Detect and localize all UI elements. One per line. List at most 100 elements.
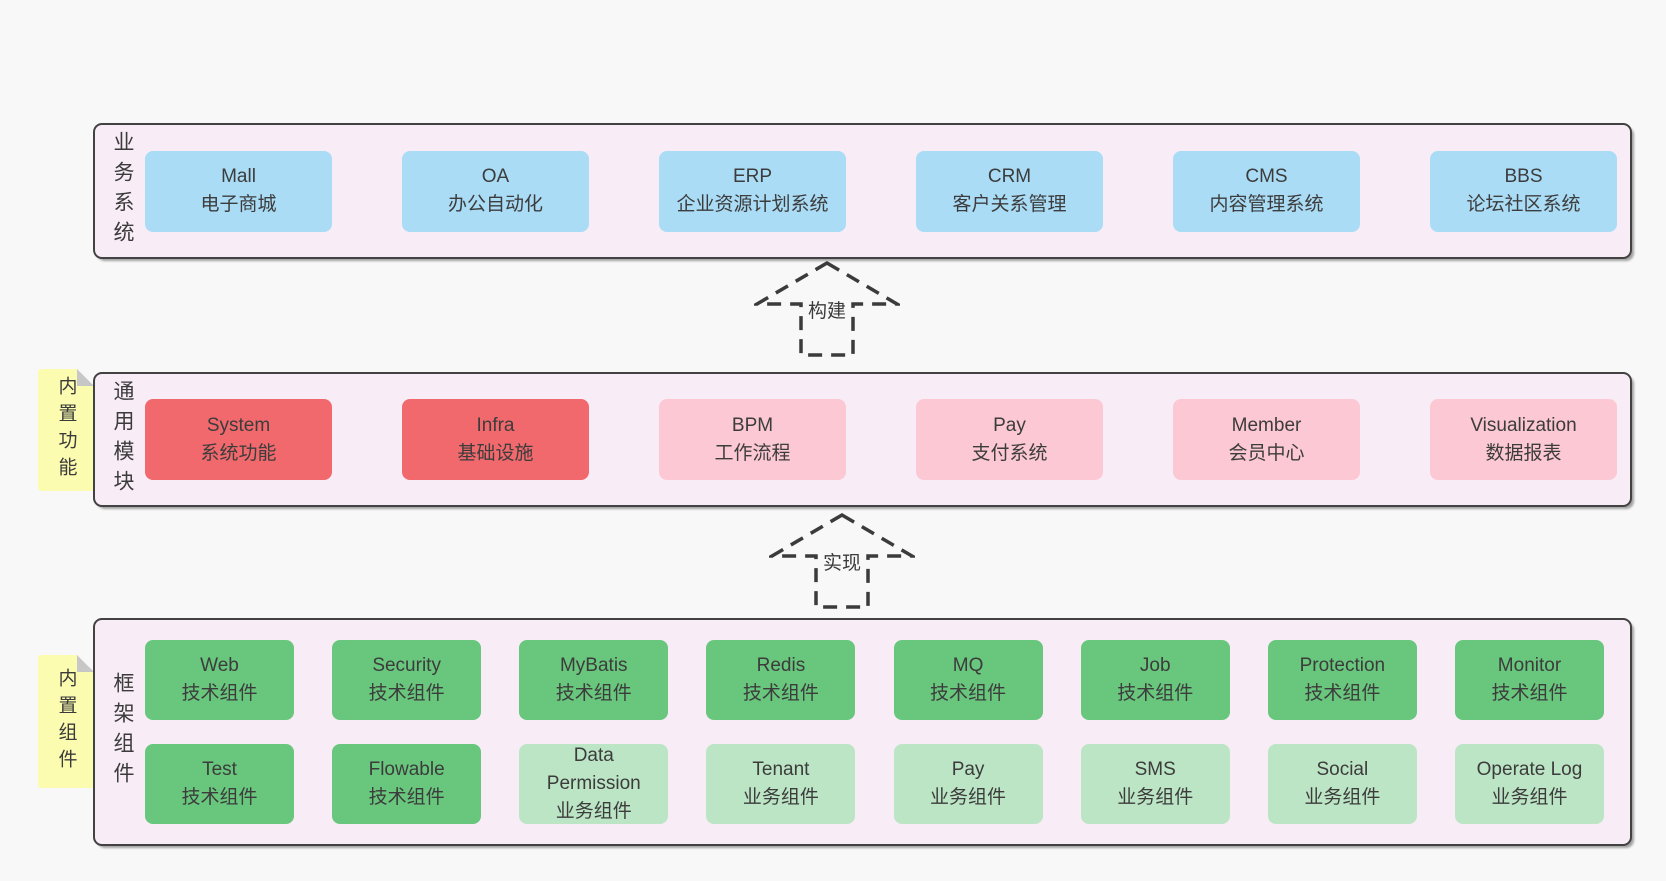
panel-business-systems: 业务系统 Mall 电子商城 OA 办公自动化 ERP 企业资源计划系统 CRM 客户关系管理… [93, 123, 1632, 259]
box-infra: Infra 基础设施 [402, 399, 589, 480]
box-title: MyBatis [559, 655, 628, 676]
box-title: CRM [987, 166, 1032, 187]
box-mybatis: MyBatis 技术组件 [519, 640, 669, 720]
box-title: Operate Log [1476, 759, 1583, 780]
box-subtitle: 技术组件 [1117, 683, 1194, 704]
sticky-built-in-features: 内置功能 [38, 369, 94, 491]
box-subtitle: 业务组件 [555, 801, 632, 822]
box-data-permission: Data Permission 业务组件 [519, 744, 669, 824]
box-member: Member 会员中心 [1173, 399, 1360, 480]
implement-arrow-label: 实现 [819, 548, 865, 575]
box-subtitle: 技术组件 [181, 787, 258, 808]
box-title: Visualization [1470, 414, 1577, 436]
box-title: CMS [1245, 166, 1288, 187]
box-subtitle: 技术组件 [1491, 683, 1568, 704]
box-subtitle: 技术组件 [368, 787, 445, 808]
box-oa: OA 办公自动化 [402, 150, 589, 232]
box-title: SMS [1134, 759, 1176, 780]
business-box-row: Mall 电子商城 OA 办公自动化 ERP 企业资源计划系统 CRM 客户关系管理 CMS 内容… [145, 125, 1630, 257]
panel-business-label: 业务系统 [111, 131, 134, 251]
box-title: Test [202, 759, 237, 780]
box-job: Job 技术组件 [1080, 640, 1230, 720]
box-flowable: Flowable 技术组件 [332, 744, 482, 824]
box-erp: ERP 企业资源计划系统 [659, 150, 846, 232]
panel-modules-label: 通用模块 [111, 379, 134, 500]
box-subtitle: 基础设施 [457, 442, 534, 464]
box-title: OA [481, 166, 510, 187]
box-title: MQ [952, 655, 984, 676]
box-subtitle: 会员中心 [1228, 442, 1305, 464]
box-title: Social [1316, 759, 1369, 780]
box-subtitle: 业务组件 [1491, 787, 1568, 808]
box-subtitle: 数据报表 [1485, 442, 1562, 464]
panel-components-label: 框架组件 [111, 672, 134, 792]
box-title: BPM [731, 414, 774, 436]
box-social: Social 业务组件 [1267, 744, 1417, 824]
box-mq: MQ 技术组件 [893, 640, 1043, 720]
box-subtitle: 技术组件 [742, 683, 819, 704]
build-arrow-label: 构建 [804, 296, 850, 323]
box-subtitle: 工作流程 [714, 442, 791, 464]
build-arrow: 构建 [754, 260, 900, 358]
box-monitor: Monitor 技术组件 [1454, 640, 1604, 720]
box-title: Data Permission [546, 745, 641, 794]
implement-arrow: 实现 [769, 512, 915, 610]
box-protection: Protection 技术组件 [1267, 640, 1417, 720]
box-operate-log: Operate Log 业务组件 [1454, 744, 1604, 824]
box-subtitle: 电子商城 [200, 194, 277, 215]
box-title: Pay [993, 414, 1026, 436]
box-subtitle: 内容管理系统 [1209, 194, 1324, 215]
box-subtitle: 技术组件 [555, 683, 632, 704]
box-subtitle: 技术组件 [368, 683, 445, 704]
box-title: Mall [221, 166, 256, 187]
box-bpm: BPM 工作流程 [659, 399, 846, 480]
box-subtitle: 办公自动化 [447, 194, 543, 215]
box-crm: CRM 客户关系管理 [916, 150, 1103, 232]
box-cms: CMS 内容管理系统 [1173, 150, 1360, 232]
box-title: Member [1231, 414, 1302, 436]
box-tenant: Tenant 业务组件 [706, 744, 856, 824]
box-subtitle: 业务组件 [1304, 787, 1381, 808]
box-subtitle: 技术组件 [1304, 683, 1381, 704]
box-subtitle: 业务组件 [930, 787, 1007, 808]
sticky-label: 内置功能 [55, 376, 77, 484]
box-subtitle: 业务组件 [742, 787, 819, 808]
box-test: Test 技术组件 [145, 744, 294, 824]
box-title: Monitor [1497, 655, 1562, 676]
box-title: Job [1139, 655, 1171, 676]
box-title: Tenant [752, 759, 810, 780]
box-title: ERP [732, 166, 773, 187]
box-redis: Redis 技术组件 [706, 640, 856, 720]
box-subtitle: 论坛社区系统 [1466, 194, 1581, 215]
sticky-built-in-components: 内置组件 [38, 655, 94, 788]
box-title: BBS [1504, 166, 1543, 187]
box-subtitle: 客户关系管理 [952, 194, 1067, 215]
box-pay: Pay 支付系统 [916, 399, 1103, 480]
box-pay: Pay 业务组件 [893, 744, 1043, 824]
box-title: Redis [756, 655, 806, 676]
box-subtitle: 企业资源计划系统 [676, 194, 829, 215]
box-title: Flowable [368, 759, 445, 780]
sticky-label: 内置组件 [55, 667, 77, 776]
box-sms: SMS 业务组件 [1080, 744, 1230, 824]
box-title: Pay [951, 759, 985, 780]
box-subtitle: 支付系统 [971, 442, 1048, 464]
box-subtitle: 系统功能 [200, 442, 277, 464]
box-bbs: BBS 论坛社区系统 [1430, 150, 1617, 232]
box-mall: Mall 电子商城 [145, 150, 332, 232]
box-title: Infra [476, 414, 515, 436]
box-subtitle: 业务组件 [1117, 787, 1194, 808]
box-title: Web [200, 655, 239, 676]
box-title: Protection [1299, 655, 1386, 676]
box-subtitle: 技术组件 [930, 683, 1007, 704]
box-visualization: Visualization 数据报表 [1430, 399, 1617, 480]
